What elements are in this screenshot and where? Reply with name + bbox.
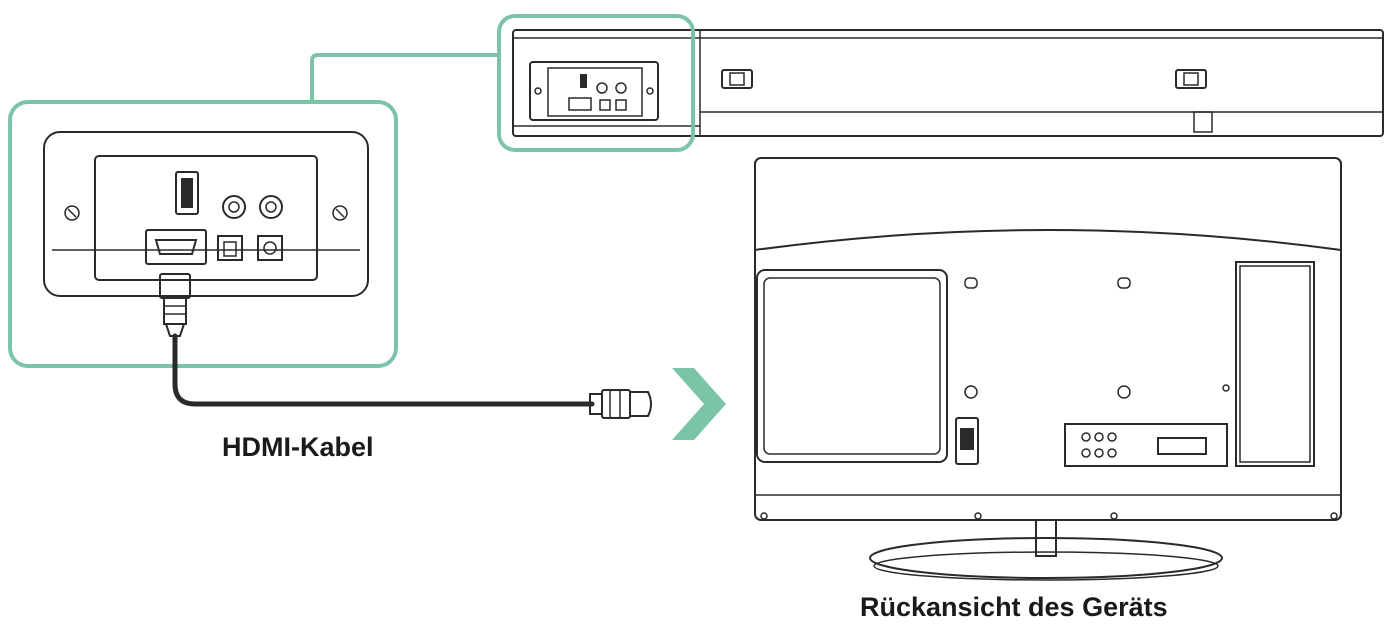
- zoom-connector-line: [310, 53, 499, 103]
- zoomed-panel-highlight: [8, 100, 398, 368]
- soundbar-port-highlight: [497, 14, 695, 152]
- soundbar-port-panel: [529, 61, 659, 121]
- coaxial-port-icon: [257, 235, 283, 261]
- soundbar-mount-right: [1175, 69, 1207, 89]
- hdmi-plug-icon: [159, 273, 191, 337]
- aux-jack-icon: [259, 195, 283, 219]
- optical-port-icon: [217, 235, 243, 261]
- hdmi-cable: [172, 333, 595, 407]
- soundbar-mount-left: [721, 69, 753, 89]
- hdmi-port-icon: [145, 229, 207, 265]
- tv-rear: [754, 157, 1342, 581]
- hdmi-cable-label: HDMI-Kabel: [222, 432, 374, 462]
- usb-port-icon: [175, 171, 199, 215]
- aux-jack-icon: [222, 195, 246, 219]
- zoomed-port-panel: [43, 131, 369, 297]
- soundbar: [512, 29, 1384, 137]
- screw-icon: [332, 205, 348, 221]
- tv-rear-view-label: Rückansicht des Geräts: [860, 592, 1168, 622]
- hdmi-plug-icon: [589, 389, 652, 419]
- screw-icon: [64, 205, 80, 221]
- chevron-right-icon: [672, 368, 726, 440]
